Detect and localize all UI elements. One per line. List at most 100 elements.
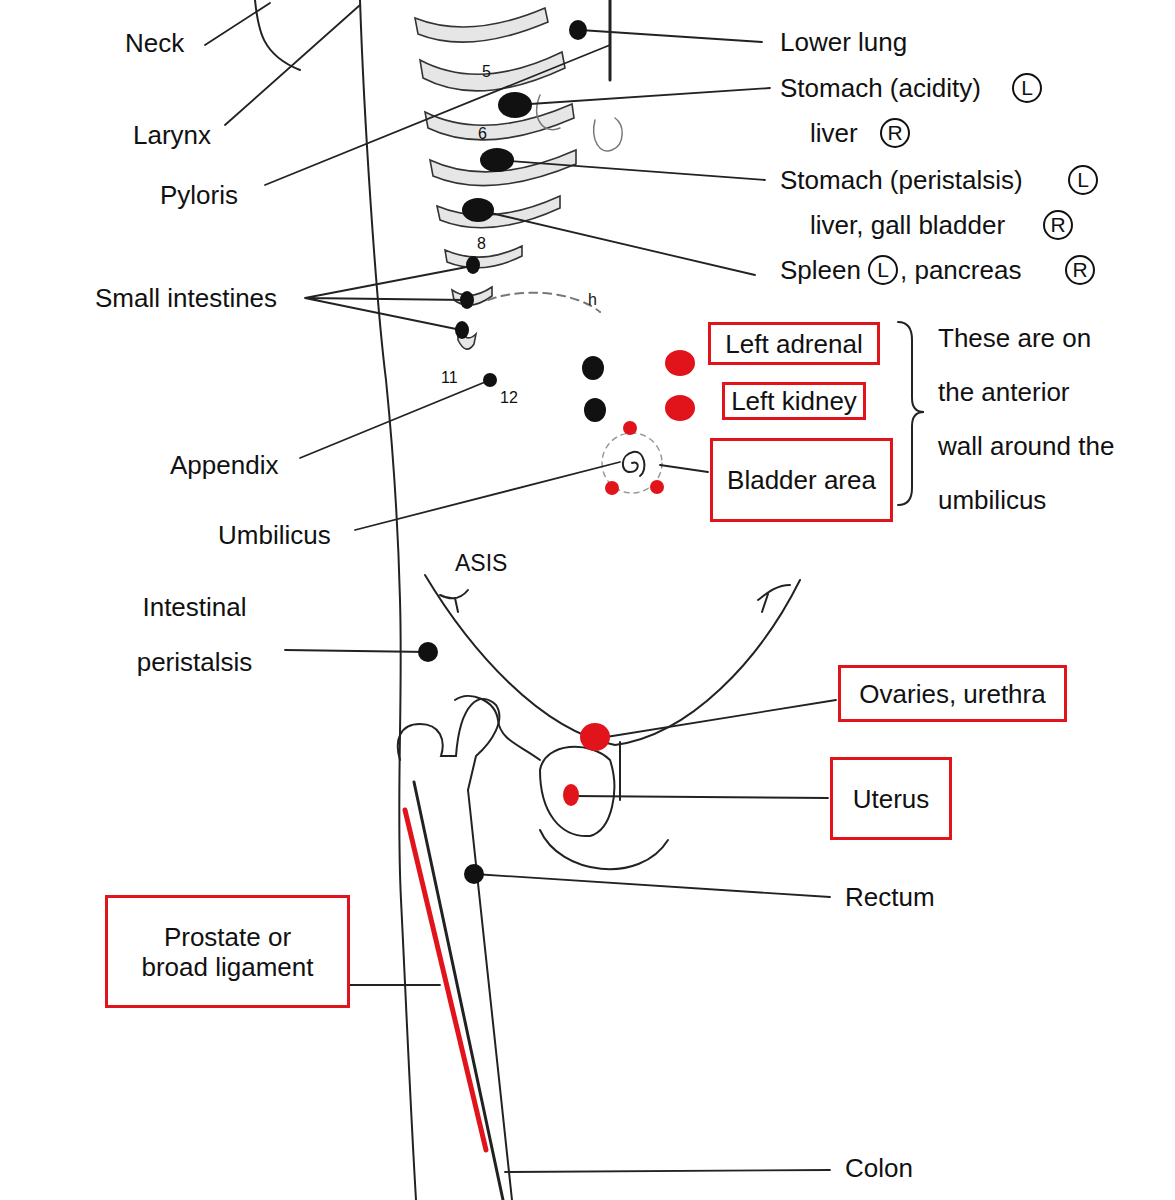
colon-line xyxy=(414,782,503,1200)
leader-line xyxy=(285,650,428,652)
rib xyxy=(415,8,548,42)
reflex-point xyxy=(462,198,494,222)
highlight-box: Left adrenal xyxy=(708,322,880,365)
reflex-point-red xyxy=(563,784,579,806)
reflex-point-red xyxy=(623,421,637,435)
part-label: Neck xyxy=(125,28,184,58)
side-marker-circle: R xyxy=(1043,210,1073,240)
asis-hook xyxy=(440,590,468,612)
leader-line xyxy=(660,465,708,472)
neck-outline xyxy=(255,0,300,70)
organ-label: Stomach (peristalsis) xyxy=(780,165,1023,195)
reflex-point-red xyxy=(650,480,664,494)
reflex-point xyxy=(418,642,438,662)
side-marker-circle: L xyxy=(868,255,898,285)
sternum-line xyxy=(609,0,612,80)
reflex-point xyxy=(498,92,532,118)
reflex-point xyxy=(569,20,587,40)
reflex-label: Left kidney xyxy=(731,386,857,416)
umbilicus-spiral xyxy=(623,452,645,476)
organ-label: liver, gall bladder xyxy=(810,210,1005,240)
rib-number: 12 xyxy=(500,388,518,408)
rib-number: 8 xyxy=(477,234,486,254)
reflex-label: Bladder area xyxy=(727,465,876,495)
side-marker-circle: R xyxy=(880,118,910,148)
reflex-point xyxy=(460,291,474,309)
leader-line xyxy=(225,5,360,125)
reflex-point xyxy=(584,398,606,422)
highlight-box: Left kidney xyxy=(722,382,866,420)
note-text: These are on the anterior wall around th… xyxy=(938,311,1116,527)
side-marker-circle: L xyxy=(1068,165,1098,195)
bracket xyxy=(898,322,924,505)
reflex-label: Uterus xyxy=(853,784,930,814)
leader-line xyxy=(600,700,836,738)
side-letter: R xyxy=(887,122,902,144)
pelvis-outline xyxy=(425,575,800,745)
leader-line xyxy=(505,1170,830,1172)
highlight-box: Uterus xyxy=(830,757,952,840)
reflex-point xyxy=(464,864,484,884)
side-letter: L xyxy=(1021,77,1033,99)
organ-label: liver xyxy=(810,118,858,148)
rib-number: h xyxy=(588,290,597,310)
organ-label: Lower lung xyxy=(780,27,907,57)
part-label: Pyloris xyxy=(160,180,238,210)
part-label: Rectum xyxy=(845,882,935,912)
leader-line xyxy=(355,462,620,530)
prostate-line xyxy=(405,810,486,1150)
reflex-point-red xyxy=(605,481,619,495)
body-outline xyxy=(360,0,416,1200)
reflex-point xyxy=(480,148,514,172)
side-letter: L xyxy=(877,259,889,281)
leader-line xyxy=(572,796,828,798)
pubic-bone xyxy=(540,747,614,836)
leader-line xyxy=(305,266,472,330)
leader-line xyxy=(515,88,770,105)
reflex-point xyxy=(455,321,469,339)
part-label: Umbilicus xyxy=(218,520,331,550)
highlight-box: Bladder area xyxy=(710,438,893,522)
leader-line xyxy=(474,874,830,897)
highlight-box: Prostate or broad ligament xyxy=(105,895,350,1008)
costal-margin xyxy=(488,293,600,312)
leader-line xyxy=(300,380,490,458)
reflex-point xyxy=(483,373,497,387)
side-letter: L xyxy=(1077,169,1089,191)
rib-number: 6 xyxy=(478,124,487,144)
highlight-box: Ovaries, urethra xyxy=(838,665,1067,722)
side-letter: R xyxy=(1072,259,1087,281)
leader-line xyxy=(580,30,762,42)
reflex-point xyxy=(466,256,480,274)
part-label: Small intestines xyxy=(95,283,277,313)
leader-line xyxy=(497,160,765,180)
ischium-outline xyxy=(540,830,668,869)
leader-line xyxy=(478,210,755,275)
part-label: Intestinal peristalsis xyxy=(112,580,277,690)
rib-number: 11 xyxy=(441,368,458,388)
reflex-point-red xyxy=(580,723,610,751)
reflex-point-red xyxy=(665,395,695,421)
side-letter: R xyxy=(1050,214,1065,236)
part-label: Larynx xyxy=(133,120,211,150)
reflex-label: Ovaries, urethra xyxy=(859,679,1045,709)
part-label: Appendix xyxy=(170,450,278,480)
organ-label: Stomach (acidity) xyxy=(780,73,981,103)
reflex-label: Left adrenal xyxy=(725,329,862,359)
organ-label: , pancreas xyxy=(900,255,1021,285)
side-marker-circle: L xyxy=(1012,73,1042,103)
pubic-symphysis xyxy=(619,742,621,800)
leader-line xyxy=(350,984,440,986)
rib xyxy=(437,196,560,228)
landmark-label: ASIS xyxy=(455,550,507,577)
reflex-point-red xyxy=(665,350,695,376)
asis-hook xyxy=(758,585,790,612)
side-marker-circle: R xyxy=(1065,255,1095,285)
femur-outline xyxy=(398,699,500,790)
part-label: Colon xyxy=(845,1153,913,1183)
xiphoid-outline xyxy=(594,118,622,151)
rib-number: 5 xyxy=(482,62,491,82)
reflex-point xyxy=(582,356,604,380)
leader-line xyxy=(205,3,270,45)
